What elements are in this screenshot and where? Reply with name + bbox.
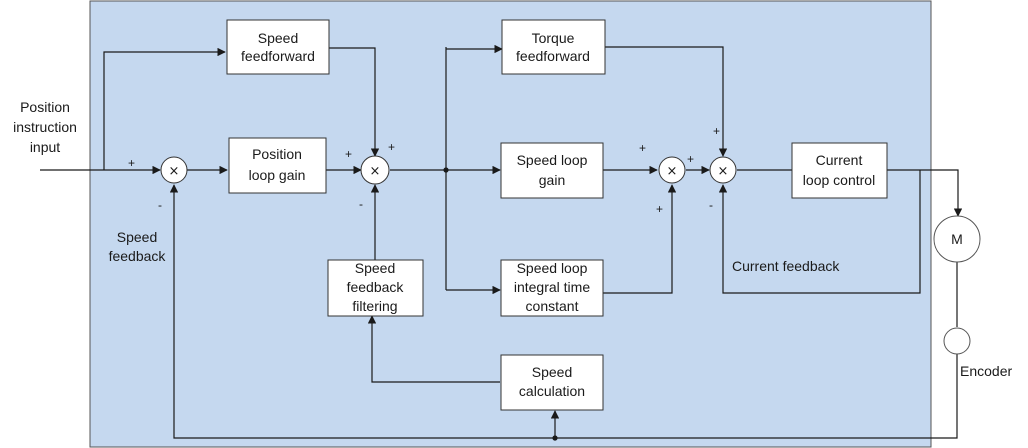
speed-feedback-label: Speed feedback: [109, 229, 167, 264]
minus-sign: -: [709, 198, 713, 212]
block-label: integral time: [514, 279, 590, 295]
block-label: Position: [252, 146, 302, 162]
block-label: Speed loop: [517, 152, 588, 168]
block-speed-loop-gain: Speed loop gain: [500, 142, 604, 199]
block-speed-calculation: Speed calculation: [500, 354, 604, 411]
block-label: loop control: [803, 172, 875, 188]
block-position-loop-gain: Position loop gain: [228, 137, 327, 194]
block-label: feedforward: [516, 48, 590, 64]
summing-junction-4: ×: [709, 156, 737, 184]
motor-symbol: M: [933, 215, 981, 263]
plus-sign: +: [656, 202, 663, 216]
label-line: Speed: [117, 229, 157, 245]
current-feedback-label: Current feedback: [732, 258, 840, 274]
plus-sign: +: [713, 124, 720, 138]
block-label: Speed loop: [517, 260, 588, 276]
block-label: loop gain: [249, 167, 306, 183]
junction-symbol: ×: [718, 164, 729, 179]
block-label: Speed: [355, 260, 395, 276]
summing-junction-2: ×: [360, 155, 390, 185]
junction-symbol: ×: [370, 164, 381, 179]
block-speed-feedforward: Speed feedforward: [226, 19, 330, 75]
encoder-symbol: [943, 327, 971, 355]
block-label: filtering: [352, 298, 397, 314]
block-label: Current: [816, 152, 863, 168]
junction-signs: + - + + - + + + + -: [128, 124, 720, 216]
block-label: feedforward: [241, 48, 315, 64]
block-speed-loop-integral: Speed loop integral time constant: [500, 259, 604, 317]
plus-sign: +: [639, 141, 646, 155]
label-line: input: [30, 139, 60, 155]
minus-sign: -: [158, 198, 162, 212]
junction-dot: [552, 435, 558, 441]
block-speed-feedback-filtering: Speed feedback filtering: [327, 259, 424, 317]
encoder-label: Encoder: [960, 363, 1012, 379]
block-label: constant: [526, 298, 579, 314]
label-line: instruction: [13, 119, 77, 135]
block-current-loop-control: Current loop control: [791, 142, 888, 199]
plus-sign: +: [345, 147, 352, 161]
label-line: Position: [20, 99, 70, 115]
summing-junction-1: ×: [160, 156, 188, 184]
block-label: feedback: [347, 279, 405, 295]
block-label: Speed: [258, 30, 298, 46]
block-label: gain: [539, 172, 565, 188]
label-line: feedback: [109, 248, 167, 264]
position-instruction-input-label: Position instruction input: [13, 99, 77, 155]
minus-sign: -: [359, 197, 363, 211]
motor-label: M: [951, 231, 963, 247]
junction-symbol: ×: [667, 164, 678, 179]
signal-wires: [40, 44, 963, 439]
plus-sign: +: [128, 156, 135, 170]
summing-junction-3: ×: [658, 156, 686, 184]
block-torque-feedforward: Torque feedforward: [501, 19, 606, 75]
block-label: Torque: [532, 30, 575, 46]
block-label: Speed: [532, 364, 572, 380]
plus-sign: +: [388, 140, 395, 154]
junction-symbol: ×: [169, 164, 180, 179]
block-label: calculation: [519, 383, 585, 399]
junction-dot: [443, 167, 449, 173]
plus-sign: +: [687, 152, 694, 166]
